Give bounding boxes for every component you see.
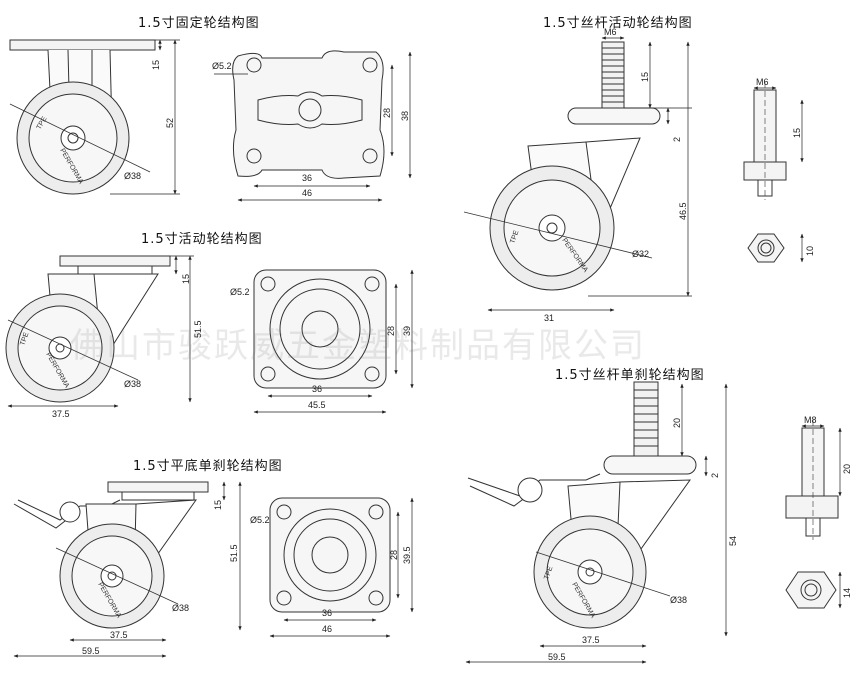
dim-swivel-wheel-diameter: Ø38 xyxy=(124,379,142,389)
screw-swivel-side-view xyxy=(463,41,661,291)
dim-swivel-plate-outer-v: 39 xyxy=(402,325,412,336)
m8-screw-detail xyxy=(785,420,839,609)
flat-brake-plate-top-view xyxy=(269,497,391,613)
flat-brake-side-view xyxy=(13,481,209,629)
dim-flat-brake-plate-outer-v: 39.5 xyxy=(402,546,412,564)
dim-screw-brake-wheel-diameter: Ø38 xyxy=(670,595,688,605)
dim-fixed-plate-inner-h: 36 xyxy=(302,173,313,183)
title-fixed-caster: 1.5寸固定轮结构图 xyxy=(138,16,260,31)
m6-screw-dimensions xyxy=(753,86,804,263)
dim-screw-swivel-wheel-diameter: Ø32 xyxy=(632,249,650,259)
dim-swivel-plate-inner-h: 36 xyxy=(312,384,323,394)
dim-fixed-wheel-diameter: Ø38 xyxy=(124,171,142,181)
dim-screw-swivel-nut: 10 xyxy=(805,245,815,256)
wheel-material-text: TPE xyxy=(543,565,554,580)
dim-screw-swivel-collar: 2 xyxy=(672,136,682,142)
dim-flat-brake-wheel-diameter: Ø38 xyxy=(172,603,190,613)
dim-flat-brake-plate-hole: Ø5.2 xyxy=(250,515,270,525)
wheel-material-text: TPE xyxy=(509,229,520,244)
dim-fixed-plate-outer-v: 38 xyxy=(400,110,410,121)
dim-flat-brake-wheel-width: 37.5 xyxy=(110,630,128,640)
title-swivel-caster: 1.5寸活动轮结构图 xyxy=(141,232,263,247)
fixed-caster-side-view xyxy=(9,39,156,195)
fixed-plate-top-view xyxy=(232,50,385,179)
dim-flat-brake-total-width: 59.5 xyxy=(82,646,100,656)
dim-screw-brake-collar: 2 xyxy=(710,472,720,478)
dim-screw-brake-total-width: 59.5 xyxy=(548,652,566,662)
dim-screw-brake-side-thread: M8 xyxy=(804,415,817,425)
screw-brake-side-view xyxy=(467,381,697,629)
flat-brake-dimensions xyxy=(13,481,242,658)
title-screw-brake-caster: 1.5寸丝杆单刹轮结构图 xyxy=(555,368,705,383)
company-watermark: 佛山市骏跃威五金塑料制品有限公司 xyxy=(70,326,646,366)
dim-screw-swivel-side-thread: M6 xyxy=(756,77,769,87)
swivel-plate-dimensions xyxy=(253,269,414,414)
m8-screw-dimensions xyxy=(801,424,842,609)
dim-swivel-width: 37.5 xyxy=(52,409,70,419)
dim-screw-swivel-side-length: 15 xyxy=(792,127,802,138)
dim-flat-brake-plate-inner-h: 36 xyxy=(322,608,333,618)
title-screw-swivel-caster: 1.5寸丝杆活动轮结构图 xyxy=(543,16,693,31)
dim-flat-brake-plate-inner-v: 28 xyxy=(389,549,399,560)
dim-screw-brake-side-length: 20 xyxy=(842,463,852,474)
dim-screw-swivel-height: 46.5 xyxy=(678,202,688,220)
dim-fixed-plate-hole: Ø5.2 xyxy=(212,61,232,71)
dim-fixed-plate-outer-h: 46 xyxy=(302,188,313,198)
screw-brake-dimensions xyxy=(465,383,728,664)
flat-brake-plate-dimensions xyxy=(269,497,414,638)
dim-flat-brake-plate-outer-h: 46 xyxy=(322,624,333,634)
swivel-plate-top-view xyxy=(253,269,387,389)
dim-screw-swivel-width: 31 xyxy=(544,313,555,323)
dim-fixed-plate-inner-v: 28 xyxy=(382,107,392,118)
fixed-plate-dimensions xyxy=(214,51,412,202)
dim-swivel-plate-height: 15 xyxy=(181,273,191,284)
screw-swivel-dimensions xyxy=(487,36,692,312)
dim-screw-swivel-thread-length: 15 xyxy=(640,71,650,82)
m6-screw-detail xyxy=(743,82,787,263)
dim-swivel-plate-hole: Ø5.2 xyxy=(230,287,250,297)
dim-fixed-plate-height: 15 xyxy=(151,59,161,70)
dim-screw-swivel-thread: M6 xyxy=(604,27,617,37)
wheel-material-text: TPE xyxy=(19,331,30,346)
dim-screw-brake-thread-length: 20 xyxy=(672,417,682,428)
dim-swivel-plate-outer-h: 45.5 xyxy=(308,400,326,410)
fixed-caster-dimensions xyxy=(110,39,180,195)
dim-fixed-height: 52 xyxy=(165,117,175,128)
swivel-dimensions xyxy=(7,255,194,408)
dim-screw-brake-nut: 14 xyxy=(842,587,852,598)
dim-flat-brake-plate-height: 15 xyxy=(213,499,223,510)
title-flat-brake-caster: 1.5寸平底单刹轮结构图 xyxy=(133,459,283,474)
dim-screw-brake-wheel-width: 37.5 xyxy=(582,635,600,645)
swivel-side-view xyxy=(5,255,171,403)
dim-swivel-height: 51.5 xyxy=(193,320,203,338)
dim-screw-brake-height: 54 xyxy=(728,535,738,546)
dim-flat-brake-height: 51.5 xyxy=(229,544,239,562)
dim-swivel-plate-inner-v: 28 xyxy=(386,325,396,336)
